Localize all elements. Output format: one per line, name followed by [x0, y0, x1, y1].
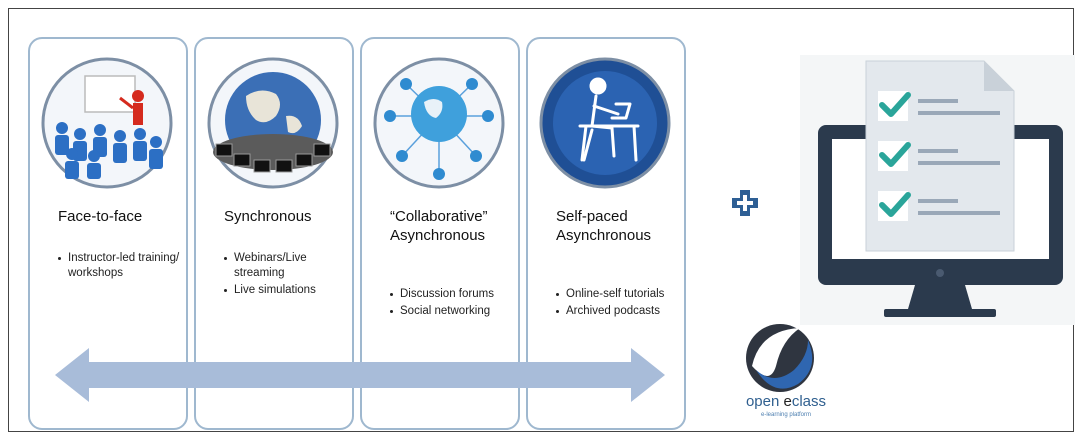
logo-name-e: e: [783, 393, 792, 410]
column-title: Synchronous: [224, 207, 354, 226]
column-title: Face-to-face: [58, 207, 188, 226]
bullet-list: Discussion forums Social networking: [390, 287, 526, 321]
bullet-item: Live simulations: [224, 283, 360, 298]
logo-tagline: e-learning platform: [760, 412, 812, 418]
bullet-item: Archived podcasts: [556, 304, 692, 319]
plus-icon: [732, 190, 758, 216]
bullet-item: Social networking: [390, 304, 526, 319]
column-title: “Collaborative” Asynchronous: [390, 207, 520, 245]
double-arrow-icon: [55, 348, 665, 402]
column-title-line: Synchronous: [224, 208, 312, 225]
network-globe-icon: [373, 57, 505, 189]
logo-name: open eclass: [716, 393, 856, 410]
classroom-icon: [41, 57, 173, 189]
open-eclass-logo: [746, 324, 814, 392]
column-title-line: Self-paced: [556, 208, 628, 225]
column-title: Self-paced Asynchronous: [556, 207, 686, 245]
bullet-item: Instructor-led training/ workshops: [58, 251, 194, 281]
bullet-item: Discussion forums: [390, 287, 526, 302]
column-title-line: “Collaborative”: [390, 208, 488, 225]
column-title-line: Asynchronous: [390, 227, 486, 244]
bullet-list: Webinars/Live streaming Live simulations: [224, 251, 360, 300]
bullet-list: Instructor-led training/ workshops: [58, 251, 194, 283]
bullet-item: Webinars/Live streaming: [224, 251, 360, 281]
column-title-line: Face-to-face: [58, 208, 143, 225]
logo-name-prefix: open: [745, 393, 784, 410]
column-self-paced-asynchronous: Self-paced Asynchronous Online-self tuto…: [526, 37, 686, 430]
globe-computers-icon: [207, 57, 339, 189]
bullet-item: Online-self tutorials: [556, 287, 692, 302]
student-laptop-icon: [539, 57, 671, 189]
monitor-checklist-icon: [800, 55, 1075, 325]
bullet-list: Online-self tutorials Archived podcasts: [556, 287, 692, 321]
logo-name-suffix: class: [791, 393, 827, 410]
column-title-line: Asynchronous: [556, 227, 652, 244]
